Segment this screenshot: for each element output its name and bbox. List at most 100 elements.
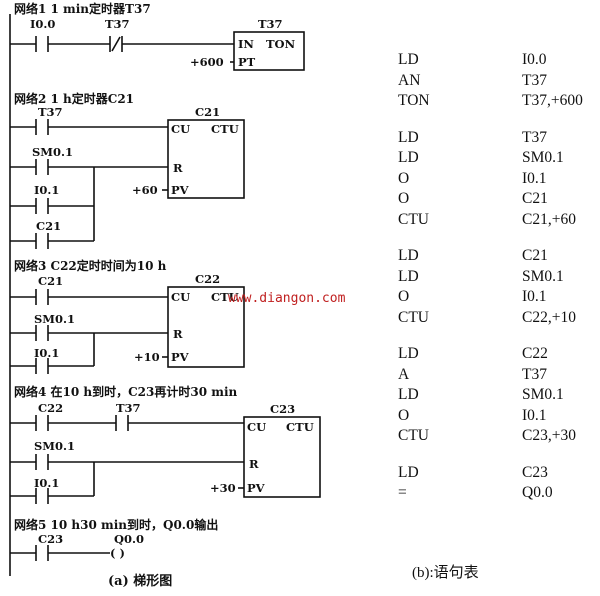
timer-t37-pt: PT xyxy=(238,55,256,69)
contact-sm01-label: SM0.1 xyxy=(32,145,73,159)
timer-t37-name: T37 xyxy=(258,17,283,31)
stl-operand: C23 xyxy=(522,463,548,481)
statement-list-caption: (b):语句表 xyxy=(412,565,479,581)
contact-i01 xyxy=(35,198,49,214)
counter-c22-preset: +10 xyxy=(134,350,160,364)
stl-row: = Q0.0 xyxy=(398,483,598,504)
contact-i01-label: I0.1 xyxy=(34,476,59,490)
network-4: C22 T37 SM0.1 I0.1 C23 CU CTU R PV +30 xyxy=(10,401,321,504)
contact-t37 xyxy=(115,415,129,431)
counter-c23-pv: PV xyxy=(247,481,266,495)
stl-row: CTU C21,+60 xyxy=(398,210,598,231)
contact-t37-label: T37 xyxy=(105,17,130,31)
stl-operand: C22,+10 xyxy=(522,308,576,326)
timer-t37-in: IN xyxy=(238,37,254,51)
counter-c21-name: C21 xyxy=(195,105,220,119)
counter-c21-pv: PV xyxy=(171,183,190,197)
contact-c23-label: C23 xyxy=(38,532,63,546)
stl-row: AN T37 xyxy=(398,71,598,92)
counter-c22-type: CTU xyxy=(211,290,239,304)
stl-operand: T37 xyxy=(522,128,547,146)
contact-c21-label: C21 xyxy=(38,274,63,288)
stl-operand: C21,+60 xyxy=(522,210,576,228)
network-5: C23 Q0.0 ( ) xyxy=(10,532,144,561)
contact-c21 xyxy=(35,289,49,305)
stl-row: CTU C23,+30 xyxy=(398,426,598,447)
stl-operand: C21 xyxy=(522,190,548,207)
stl-operand: C23,+30 xyxy=(522,427,576,444)
watermark: www.diangon.com xyxy=(228,291,346,306)
counter-c21-preset: +60 xyxy=(132,183,158,197)
stl-row: LD C23 xyxy=(398,463,598,484)
output-q00-coil: ( ) xyxy=(110,546,125,560)
stl-opcode: O xyxy=(398,288,410,305)
counter-c22-pv: PV xyxy=(171,350,190,364)
stl-opcode: A xyxy=(398,365,410,383)
stl-opcode: TON xyxy=(398,92,430,109)
contact-c23 xyxy=(35,545,49,561)
contact-sm01-label: SM0.1 xyxy=(34,312,75,326)
counter-c22-name: C22 xyxy=(195,272,220,286)
contact-sm01 xyxy=(35,454,49,470)
contact-c21-label: C21 xyxy=(36,219,61,233)
contact-sm01 xyxy=(35,325,49,341)
stl-opcode: LD xyxy=(398,463,419,481)
ladder-caption: (a) 梯形图 xyxy=(108,573,172,589)
counter-c21-r: R xyxy=(173,161,183,175)
contact-t37 xyxy=(35,119,49,135)
network-3-title: 网络3 C22定时时间为10 h xyxy=(14,258,167,273)
stl-opcode: = xyxy=(398,484,407,501)
contact-c21 xyxy=(35,233,49,249)
stl-operand: I0.1 xyxy=(522,169,547,187)
stl-opcode: AN xyxy=(398,71,421,89)
network-2-title: 网络2 1 h定时器C21 xyxy=(14,91,134,106)
counter-c23-preset: +30 xyxy=(210,481,236,495)
stl-row: O I0.1 xyxy=(398,287,598,308)
stl-row: CTU C22,+10 xyxy=(398,308,598,329)
contact-sm01 xyxy=(35,159,49,175)
contact-i00 xyxy=(35,36,49,52)
stl-opcode: O xyxy=(398,169,410,187)
timer-t37-preset: +600 xyxy=(190,55,224,69)
contact-i01-label: I0.1 xyxy=(34,183,59,197)
counter-c21-box xyxy=(167,119,245,199)
counter-c21-type: CTU xyxy=(211,122,239,136)
network-1: I0.0 T37 T37 IN TON PT +600 xyxy=(10,17,305,71)
stl-row: A T37 xyxy=(398,365,598,386)
output-q00-label: Q0.0 xyxy=(114,532,144,546)
stl-operand: T37 xyxy=(522,71,547,89)
counter-c22-cu: CU xyxy=(171,290,190,304)
counter-c22-box xyxy=(167,286,245,368)
stl-operand: T37,+600 xyxy=(522,92,583,109)
stl-operand: SM0.1 xyxy=(522,386,564,403)
stl-opcode: CTU xyxy=(398,210,429,228)
counter-c23-box xyxy=(243,416,321,498)
stl-operand: T37 xyxy=(522,365,547,383)
counter-c22-r: R xyxy=(173,327,183,341)
stl-row: TON T37,+600 xyxy=(398,91,598,112)
stl-operand: I0.1 xyxy=(522,406,547,424)
contact-c22-label: C22 xyxy=(38,401,63,415)
timer-t37-box xyxy=(233,31,305,71)
contact-i01 xyxy=(35,488,49,504)
stl-operand: I0.1 xyxy=(522,288,547,305)
stl-row: O C21 xyxy=(398,189,598,210)
contact-t37-label: T37 xyxy=(116,401,141,415)
stl-opcode: LD xyxy=(398,149,419,166)
stl-opcode: CTU xyxy=(398,427,429,444)
counter-c23-name: C23 xyxy=(270,402,295,416)
network-4-title: 网络4 在10 h到时，C23再计时30 min xyxy=(14,384,238,399)
stl-opcode: O xyxy=(398,190,410,207)
network-3: C21 SM0.1 I0.1 C22 CU CTU R PV +10 xyxy=(10,272,245,374)
stl-opcode: CTU xyxy=(398,308,429,326)
stl-operand: Q0.0 xyxy=(522,484,553,501)
